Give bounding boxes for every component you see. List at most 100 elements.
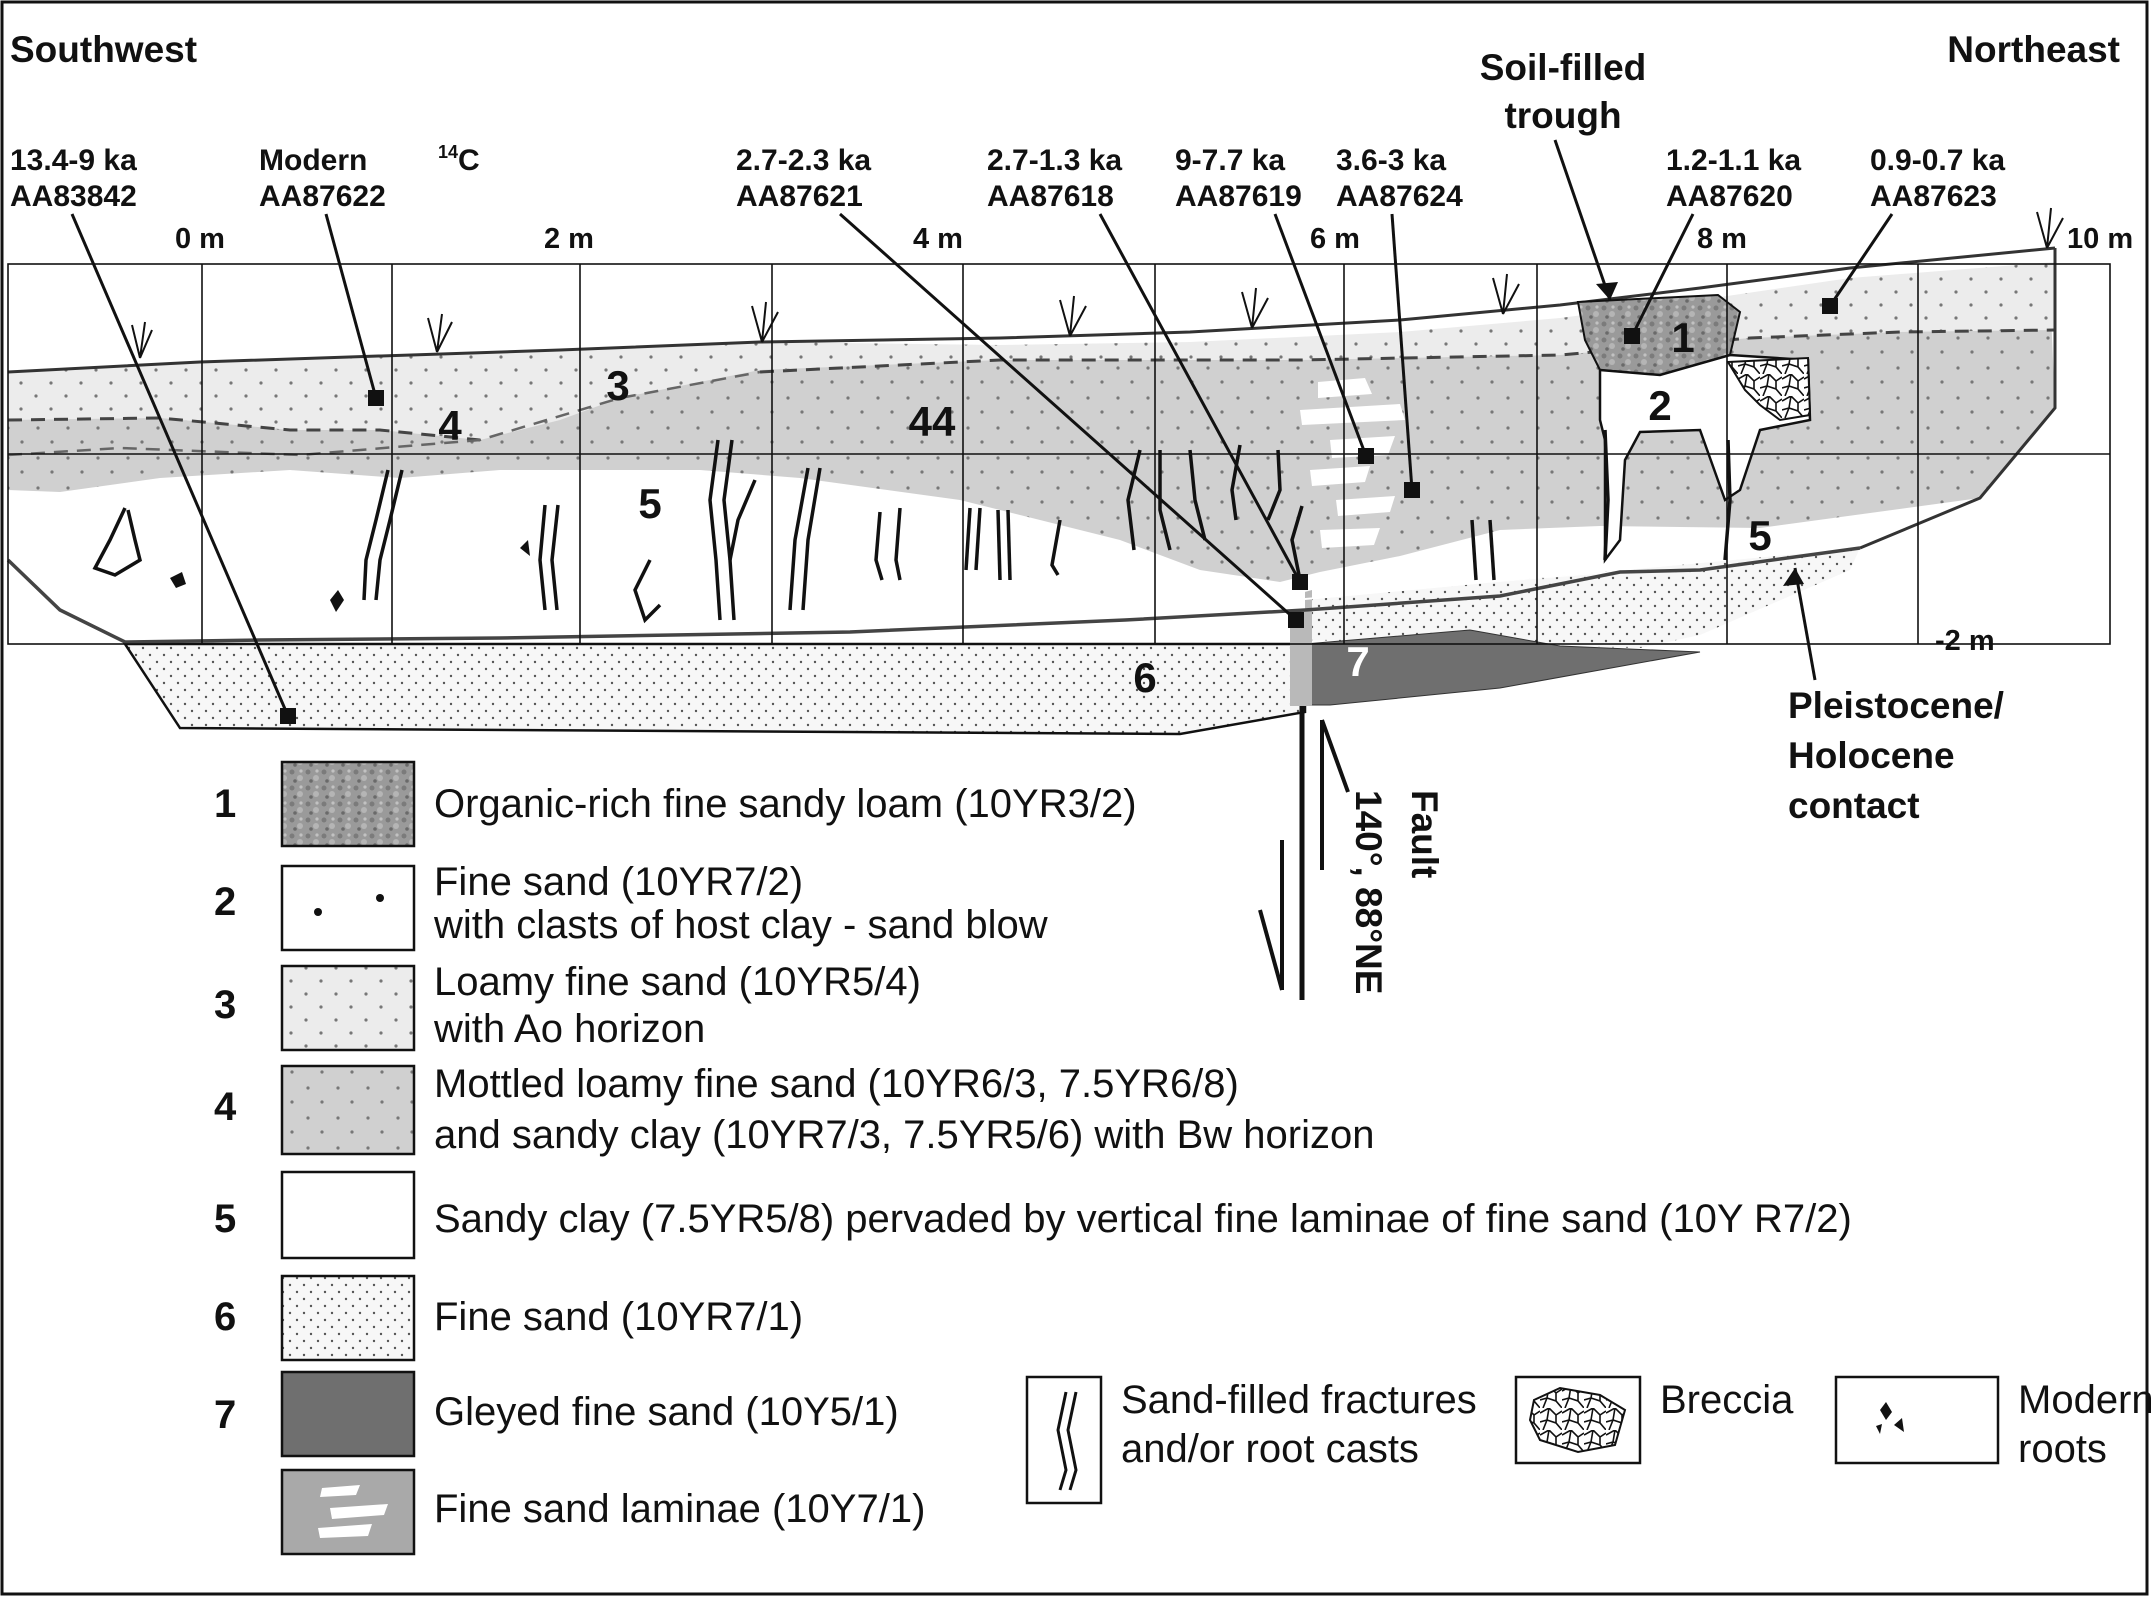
legend-roots: Modern roots [1834, 1375, 2151, 1471]
sample-age: 9-7.7 ka [1175, 144, 1285, 177]
contact-label-1: Pleistocene/ [1788, 685, 2004, 726]
sample-id: AA87620 [1666, 180, 1793, 213]
legend-swatch-clast [314, 908, 322, 916]
legend-num: 3 [214, 983, 236, 1027]
legend-text: roots [2018, 1427, 2107, 1471]
roots-symbol-icon [1876, 1402, 1904, 1434]
legend-text: and sandy clay (10YR7/3, 7.5YR5/6) with … [434, 1113, 1375, 1157]
legend-swatch-unit6 [280, 1274, 416, 1362]
depth-tick: -2 m [1935, 625, 1995, 657]
unit-label-6: 6 [1133, 654, 1156, 701]
legend-item-5: 5 Sandy clay (7.5YR5/8) pervaded by vert… [214, 1170, 1852, 1260]
sample-age: 13.4-9 ka [10, 144, 137, 177]
legend-swatch-unit2 [280, 864, 416, 952]
unit-label-3: 3 [606, 362, 629, 409]
legend-text: Sandy clay (7.5YR5/8) pervaded by vertic… [434, 1197, 1852, 1241]
legend-item-2: 2 Fine sand (10YR7/2) with clasts of hos… [214, 860, 1048, 952]
unit-label-2: 2 [1648, 382, 1671, 429]
sample-leader-lines [70, 139, 1894, 717]
legend-swatch-unit5 [280, 1170, 416, 1260]
sample-age: 0.9-0.7 ka [1870, 144, 2005, 177]
breccia-symbol-icon [1528, 1386, 1627, 1454]
legend-text: Fine sand (10YR7/1) [434, 1295, 803, 1339]
legend: 1 Organic-rich fine sandy loam (10YR3/2)… [214, 760, 2151, 1556]
legend-item-7: 7 Gleyed fine sand (10Y5/1) [214, 1370, 899, 1458]
sample-age: 1.2-1.1 ka [1666, 144, 1801, 177]
unit-label-5-right: 5 [1748, 512, 1771, 559]
sample-id: AA87624 [1336, 180, 1463, 213]
distance-tick: 6 m [1310, 223, 1360, 255]
trough-arrow-head [1596, 282, 1618, 300]
sand-filled-fractures [92, 429, 1732, 624]
unit-label-7: 7 [1346, 638, 1369, 685]
unit-6-fine-sand [122, 642, 1307, 736]
legend-item-3: 3 Loamy fine sand (10YR5/4) with Ao hori… [214, 960, 921, 1052]
unit-label-44: 44 [909, 398, 956, 445]
legend-fractures: Sand-filled fractures and/or root casts [1025, 1375, 1477, 1505]
legend-text: Fine sand laminae (10Y7/1) [434, 1487, 925, 1531]
distance-tick: 0 m [175, 223, 225, 255]
unit-6-strip-east [1305, 548, 1860, 648]
distance-scale: 0 m 2 m 4 m 6 m 8 m 10 m -2 m [175, 223, 2133, 657]
unit-3-loamy [8, 262, 2055, 440]
legend-swatch-unit4 [280, 1064, 416, 1156]
legend-swatch-unit1 [280, 760, 416, 848]
trench-cross-section: 1 2 3 4 44 5 5 6 7 [6, 139, 2111, 1000]
unit-2-sand-blow [1598, 353, 1812, 564]
legend-num: 5 [214, 1197, 236, 1241]
legend-text: Mottled loamy fine sand (10YR6/3, 7.5YR6… [434, 1062, 1239, 1106]
distance-tick: 4 m [913, 223, 963, 255]
ground-surface [7, 246, 2056, 374]
unit-4-mottled [8, 290, 2055, 582]
legend-swatch-roots [1834, 1375, 2000, 1465]
fault-arrow-up [1320, 719, 1350, 870]
unit-label-1: 1 [1671, 314, 1694, 361]
legend-num: 2 [214, 880, 236, 924]
legend-text: Sand-filled fractures [1121, 1378, 1477, 1422]
unit-5-sandy-clay [8, 450, 1860, 642]
southwest-label: Southwest [10, 29, 197, 70]
sample-id: AA87622 [259, 180, 386, 213]
fault-label: Fault [1404, 790, 1445, 878]
contact-label-3: contact [1788, 785, 1920, 826]
distance-tick: 2 m [544, 223, 594, 255]
sample-id: AA87621 [736, 180, 863, 213]
legend-num: 7 [214, 1393, 236, 1437]
legend-text: Loamy fine sand (10YR5/4) [434, 960, 921, 1004]
legend-text: with Ao horizon [433, 1007, 705, 1051]
legend-swatch-clast [376, 894, 384, 902]
legend-swatch-laminae-streaks [318, 1485, 388, 1538]
sample-labels: 13.4-9 ka AA83842 Modern AA87622 14C 2.7… [10, 142, 2005, 213]
legend-text: Organic-rich fine sandy loam (10YR3/2) [434, 782, 1137, 826]
sample-age: 2.7-1.3 ka [987, 144, 1122, 177]
fracture-symbol-icon [1056, 1391, 1078, 1491]
distance-tick: 8 m [1697, 223, 1747, 255]
c14-label: 14C [438, 142, 480, 177]
legend-swatch-unit3 [280, 964, 416, 1052]
sample-id: AA83842 [10, 180, 137, 213]
legend-swatch-unit7 [280, 1370, 416, 1458]
sample-age: Modern [259, 144, 367, 177]
unit-label-5-left: 5 [638, 480, 661, 527]
legend-text: Gleyed fine sand (10Y5/1) [434, 1390, 899, 1434]
unit-boundary-dashed [7, 328, 2056, 442]
legend-item-1: 1 Organic-rich fine sandy loam (10YR3/2) [214, 760, 1137, 848]
trench-east-wall [1859, 248, 2057, 550]
sample-id: AA87618 [987, 180, 1114, 213]
legend-breccia: Breccia [1514, 1375, 1794, 1465]
distance-tick: 10 m [2067, 223, 2133, 255]
legend-text: and/or root casts [1121, 1427, 1419, 1471]
fault-arrow-down [1258, 840, 1284, 991]
soil-filled-trough-label-2: trough [1504, 95, 1621, 136]
contact-label-2: Holocene [1788, 735, 1955, 776]
legend-item-6: 6 Fine sand (10YR7/1) [214, 1274, 803, 1362]
soil-filled-trough-label: Soil-filled [1480, 47, 1647, 88]
fault-orientation-label: 140°, 88°NE [1348, 790, 1389, 994]
sample-age: 3.6-3 ka [1336, 144, 1446, 177]
modern-root-fragments [170, 540, 530, 612]
breccia-body [1726, 356, 1812, 422]
unit-label-4: 4 [438, 402, 462, 449]
legend-num: 6 [214, 1295, 236, 1339]
